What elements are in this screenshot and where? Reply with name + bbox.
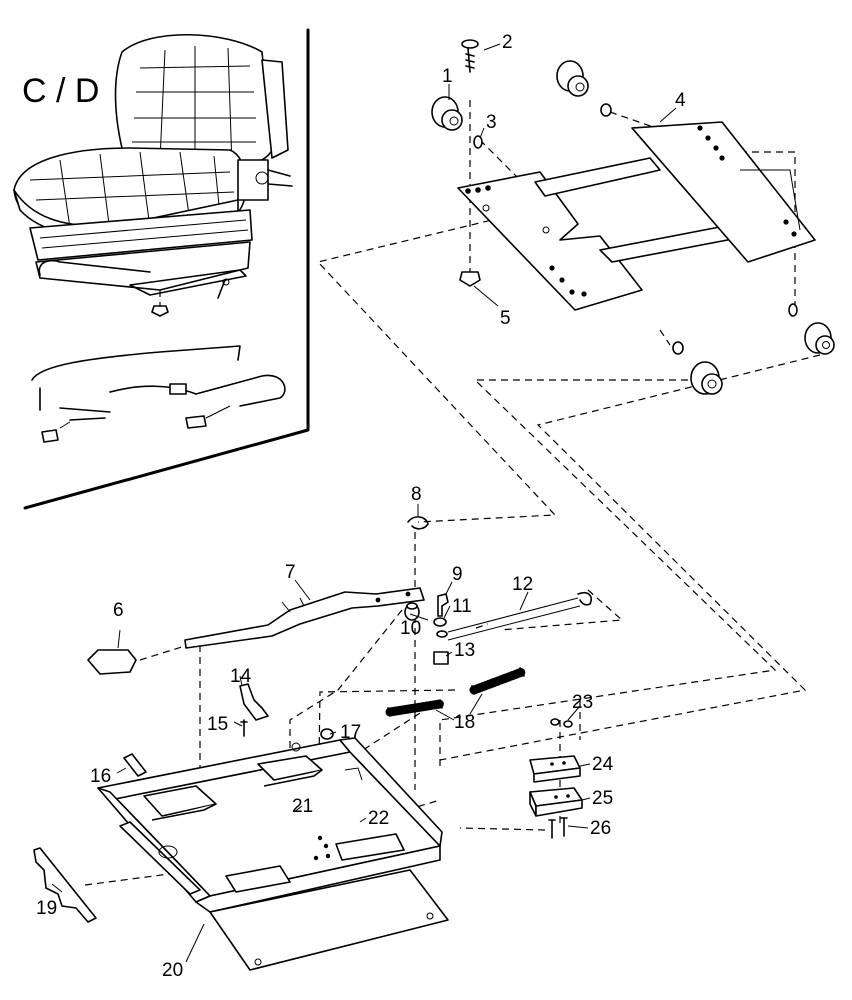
seat-illustration <box>13 33 293 317</box>
callout-11: 11 <box>452 596 472 617</box>
callout-25: 25 <box>592 788 613 809</box>
callout-16: 16 <box>90 766 111 787</box>
callout-15: 15 <box>207 714 228 735</box>
washer-11 <box>433 617 447 627</box>
bolt-2 <box>461 39 479 73</box>
spring-18-upper <box>469 667 527 695</box>
callout-14: 14 <box>230 666 252 687</box>
callout-2: 2 <box>502 32 513 53</box>
upper-hardware <box>431 39 835 395</box>
nut-13 <box>433 651 449 665</box>
nut-17 <box>320 728 334 740</box>
leader-lines <box>51 43 677 963</box>
callout-24: 24 <box>592 754 614 775</box>
callout-5: 5 <box>500 308 511 329</box>
callout-18: 18 <box>454 712 475 733</box>
nut-23 <box>550 718 560 726</box>
callout-21: 21 <box>292 796 313 817</box>
callout-17: 17 <box>340 722 361 743</box>
callout-23: 23 <box>572 692 593 713</box>
callout-9: 9 <box>452 564 463 585</box>
rubber-mount-1 <box>431 96 463 131</box>
strip-19 <box>33 847 97 923</box>
pin-9 <box>437 593 449 617</box>
spring-18-lower <box>385 699 445 717</box>
seat-slide-rails <box>457 121 816 311</box>
inset-panel: C / D <box>13 28 310 510</box>
inset-label: C / D <box>22 72 99 110</box>
rubber-mount-lower-left <box>672 341 723 395</box>
callout-8: 8 <box>411 484 422 505</box>
callout-19: 19 <box>36 898 57 919</box>
wiring-harness <box>31 345 286 443</box>
callout-10: 10 <box>400 618 421 639</box>
washer-3 <box>473 135 483 149</box>
callout-7: 7 <box>285 562 296 583</box>
handle-grip-6 <box>87 649 137 675</box>
callout-12: 12 <box>512 574 533 595</box>
callout-26: 26 <box>590 818 611 839</box>
clip-8 <box>407 516 429 530</box>
callout-1: 1 <box>442 66 453 87</box>
screws-26 <box>548 817 568 839</box>
callout-numbers: 1 2 3 4 5 6 7 8 9 10 11 12 13 14 15 16 1… <box>36 32 686 981</box>
rod-12 <box>447 597 581 641</box>
rubber-mount-top-right <box>556 60 612 117</box>
callout-4: 4 <box>675 90 686 111</box>
base-frame-20 <box>97 737 449 971</box>
callout-22: 22 <box>368 808 389 829</box>
callout-3: 3 <box>486 112 497 133</box>
screw-15 <box>240 719 248 737</box>
block-25 <box>529 787 583 817</box>
callout-20: 20 <box>162 960 183 981</box>
nut-5 <box>459 271 481 287</box>
rubber-mount-lower-right <box>788 303 835 355</box>
callout-13: 13 <box>454 640 475 661</box>
callout-6: 6 <box>113 600 124 621</box>
clip-16 <box>123 753 147 777</box>
release-lever-7 <box>184 587 425 649</box>
block-24 <box>529 755 581 783</box>
bracket-14 <box>239 683 269 721</box>
